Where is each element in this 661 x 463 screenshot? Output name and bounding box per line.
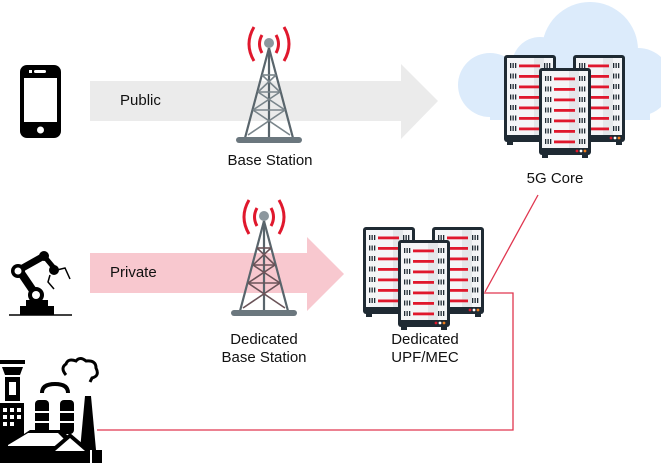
public-arrow-label: Public <box>120 92 161 109</box>
upf-to-core-connector <box>484 194 539 293</box>
factory-to-upf-connector <box>97 292 514 431</box>
private-arrow-label: Private <box>110 264 157 281</box>
core-server-front <box>539 68 591 158</box>
dedicated-base-station-label-line1: Dedicated <box>230 331 298 348</box>
dedicated-upf-mec-label-line2: UPF/MEC <box>391 349 459 366</box>
base-station-label: Base Station <box>227 152 313 169</box>
dedicated-base-station-label-line2: Base Station <box>221 349 307 366</box>
5g-core-label: 5G Core <box>526 170 584 187</box>
upf-server-front <box>398 240 450 330</box>
dedicated-upf-mec-label-line1: Dedicated <box>391 331 459 348</box>
